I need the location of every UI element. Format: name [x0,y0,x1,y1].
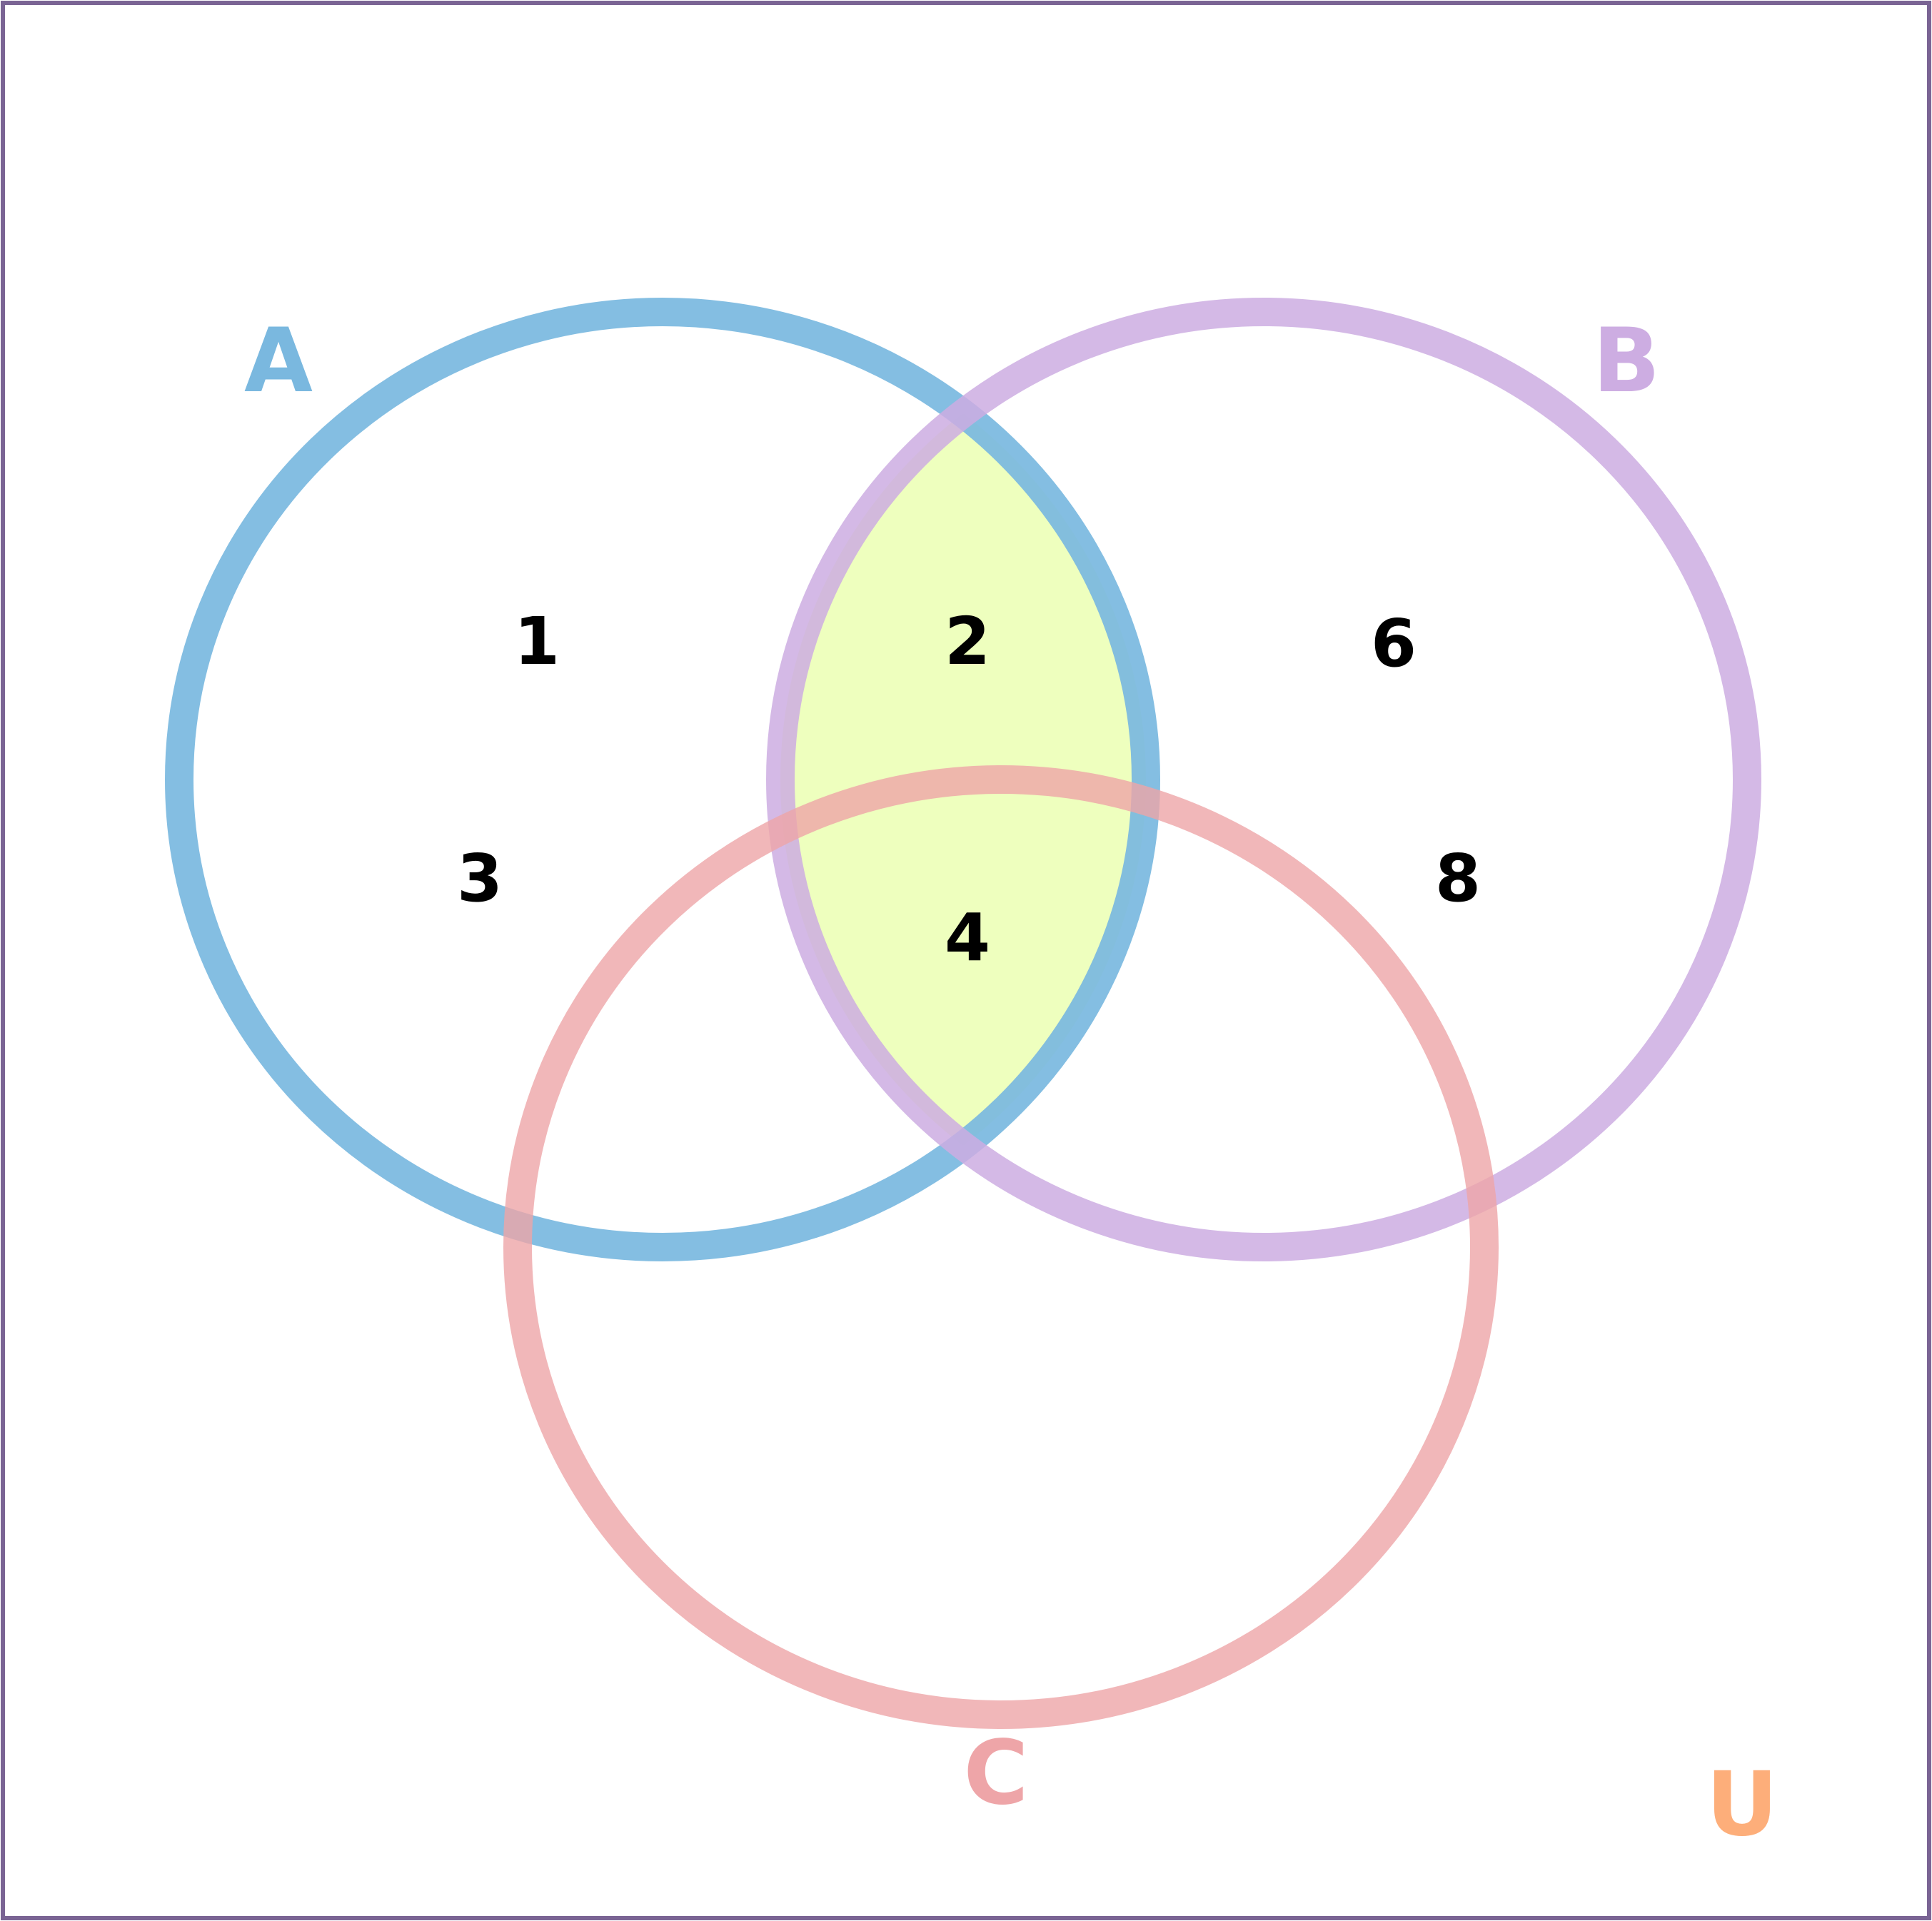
element-only-b-1: 6 [1371,605,1417,682]
universe-label: U [1706,1753,1778,1856]
set-a-circle [165,298,1160,1261]
element-a-and-b: 2 [945,603,990,680]
set-c-circle [503,765,1499,1729]
set-c-label: C [963,1722,1028,1825]
element-only-b-2: 8 [1435,840,1481,917]
element-a-and-b-and-c: 4 [945,899,990,976]
element-only-a-2: 3 [457,840,503,917]
highlight-a-intersect-b [780,312,1146,1247]
set-b-label: B [1593,310,1661,413]
set-a-label: A [244,310,313,413]
element-only-a-1: 1 [514,603,560,680]
set-b-circle [766,298,1761,1261]
